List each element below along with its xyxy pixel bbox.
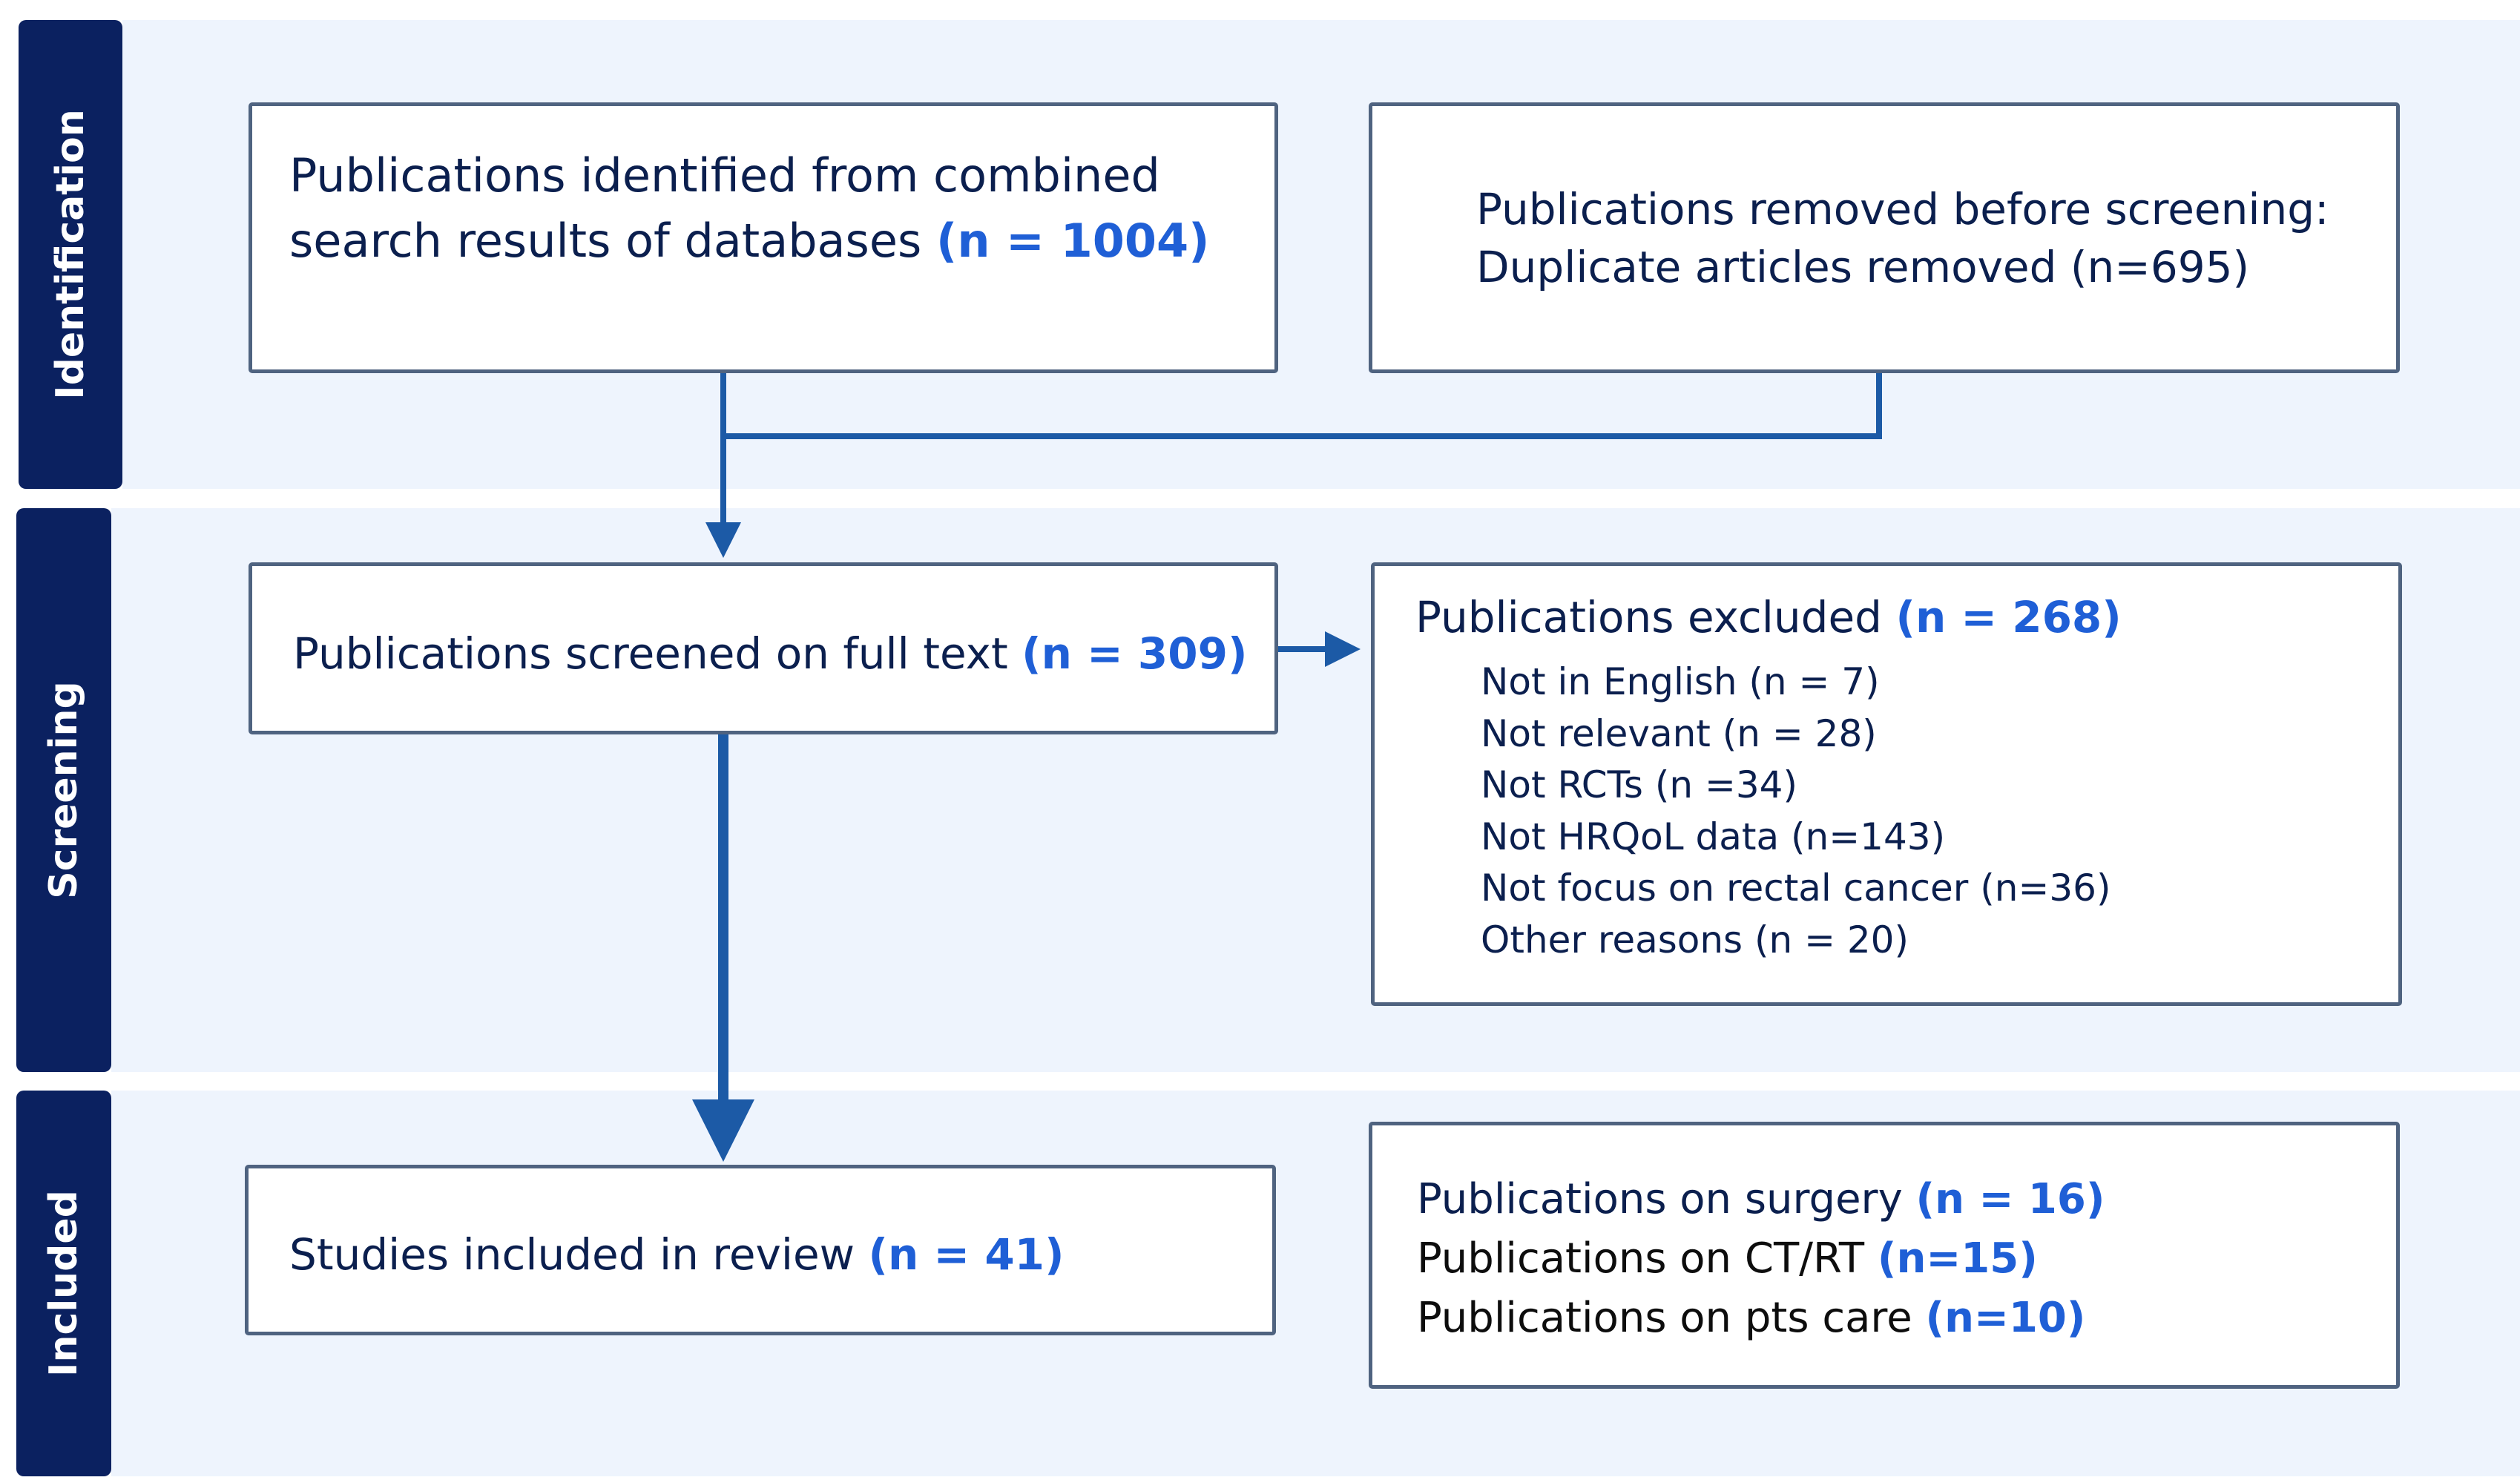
exclusion-reason: Not focus on rectal cancer (n=36) bbox=[1481, 867, 2111, 910]
included-box: Studies included in review (n = 41) bbox=[245, 1165, 1276, 1335]
screened-label: Publications screened on full text bbox=[293, 628, 1022, 679]
identification-phase-bar: Identification bbox=[19, 20, 122, 489]
subgroup-ctrt: Publications on CT/RT (n=15) bbox=[1417, 1234, 2038, 1283]
identified-count: (n = 1004) bbox=[936, 214, 1210, 269]
removed-line1: Publications removed before screening: bbox=[1476, 184, 2329, 234]
screened-count: (n = 309) bbox=[1022, 628, 1248, 679]
exclusion-reason: Not in English (n = 7) bbox=[1481, 660, 1880, 703]
subgroups-box: Publications on surgery (n = 16) Publica… bbox=[1369, 1122, 2400, 1389]
included-label: Studies included in review bbox=[289, 1229, 869, 1280]
exclusion-reason: Not HRQoL data (n=143) bbox=[1481, 815, 1946, 858]
excluded-count: (n = 268) bbox=[1895, 592, 2122, 642]
exclusion-reason: Not relevant (n = 28) bbox=[1481, 711, 1877, 755]
excluded-label: Publications excluded bbox=[1415, 592, 1896, 642]
removed-merge-line bbox=[723, 371, 1882, 439]
exclusion-reason: Other reasons (n = 20) bbox=[1481, 918, 1909, 961]
screening-phase-bar: Screening bbox=[16, 508, 111, 1072]
identified-box: Publications identified from combined se… bbox=[249, 102, 1278, 373]
screened-box: Publications screened on full text (n = … bbox=[249, 562, 1278, 734]
removed-box: Publications removed before screening: D… bbox=[1369, 102, 2400, 373]
identified-line1: Publications identified from combined bbox=[289, 148, 1160, 203]
excluded-box: Publications excluded (n = 268) Not in E… bbox=[1371, 562, 2402, 1006]
subgroup-surgery: Publications on surgery (n = 16) bbox=[1417, 1175, 2105, 1223]
removed-line2: Duplicate articles removed (n=695) bbox=[1476, 242, 2250, 293]
identified-line2: search results of databases bbox=[289, 214, 936, 269]
exclusion-reason: Not RCTs (n =34) bbox=[1481, 763, 1797, 806]
included-phase-bar: Included bbox=[16, 1091, 111, 1476]
included-count: (n = 41) bbox=[868, 1229, 1065, 1280]
subgroup-pts-care: Publications on pts care (n=10) bbox=[1417, 1294, 2086, 1342]
